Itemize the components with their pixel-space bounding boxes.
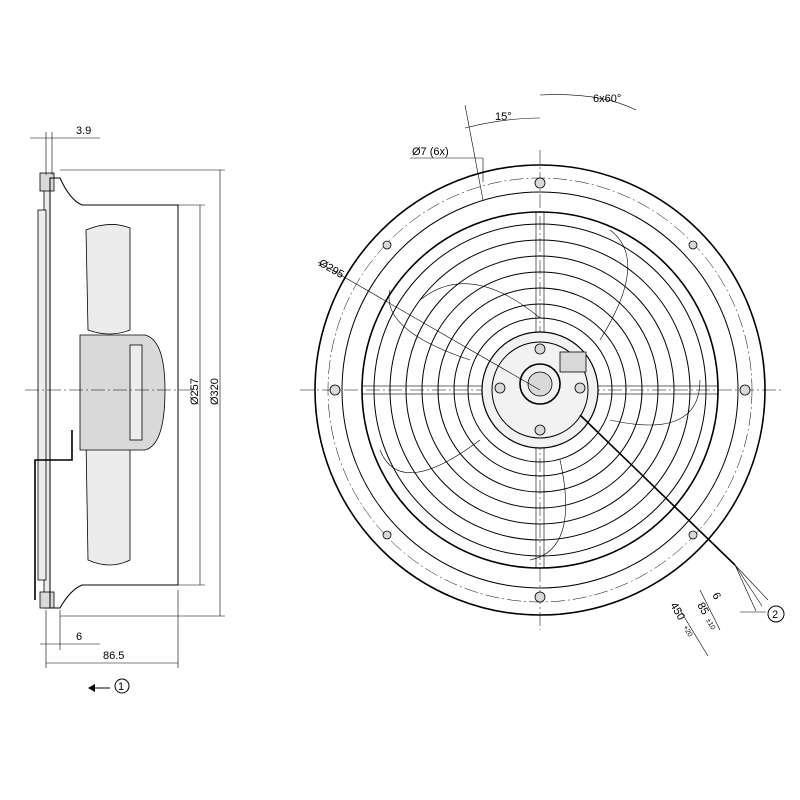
front-view: 15° 6x60° Ø7 (6x) Ø295 6 85 ±10 450 +20 …: [300, 93, 785, 657]
dim-flange-thickness: 3.9: [76, 125, 91, 137]
guard-ring-3: [405, 255, 675, 525]
dim-cable-450-tol: +20: [681, 625, 693, 639]
side-motor-ring: [129, 344, 143, 441]
dim-cable-450: 450: [667, 601, 687, 623]
side-guard-strip: [37, 209, 47, 581]
view-1-marker: 1: [118, 681, 124, 693]
side-top-bolt: [39, 172, 55, 192]
view-1-marker-circle: [114, 678, 130, 694]
mount-hole-lower-right: [688, 530, 698, 540]
motor-hub-inner: [491, 341, 589, 439]
hub-screw-left: [494, 382, 506, 394]
motor-shaft-ring: [519, 363, 561, 405]
hub-screw-bottom: [534, 424, 546, 436]
view-2-marker-circle: [767, 605, 785, 623]
dim-bolt-circle: Ø295: [317, 257, 346, 281]
guard-ring-5: [437, 287, 643, 493]
blade-4: [529, 459, 566, 561]
dim-15-ext: [464, 104, 484, 201]
side-cable: [34, 430, 73, 600]
dim-6x60-arc: [539, 94, 637, 111]
mount-hole-top: [534, 177, 546, 189]
dim-295-leader: [317, 261, 541, 391]
blade-3: [609, 379, 701, 426]
guard-ring-4: [421, 271, 659, 509]
view-1-arrowhead: [88, 684, 95, 692]
cable-wire-3: [734, 564, 757, 612]
side-blade-lower: [85, 435, 131, 566]
view-2-marker: 2: [772, 609, 778, 621]
dim-angle-15: 15°: [495, 111, 512, 123]
blade-1: [419, 283, 541, 319]
mount-hole-left: [329, 384, 341, 396]
dim-bottom-offset: 6: [76, 631, 82, 643]
mount-hole-upper-left: [382, 240, 392, 250]
hub-screw-right: [574, 382, 586, 394]
side-bottom-bolt: [39, 591, 55, 609]
front-cable: [579, 414, 736, 566]
dim-depth: 86.5: [103, 650, 124, 662]
front-outer-rim: [314, 164, 766, 616]
cable-wire-2: [734, 564, 763, 607]
mount-hole-lower-left: [382, 530, 392, 540]
mount-hole-right: [739, 384, 751, 396]
blade-6: [388, 289, 471, 361]
dim-cable-85-tol: ±10: [704, 618, 716, 632]
blade-5: [379, 439, 481, 473]
dim-cable-line-2: [679, 609, 709, 657]
mount-hole-upper-right: [688, 240, 698, 250]
cable-wire-1: [734, 564, 769, 601]
motor-shaft: [527, 371, 553, 397]
dim-holes: Ø7 (6x): [412, 146, 449, 158]
dim-diameter-outer: Ø320: [209, 378, 221, 405]
dim-diameter-inner: Ø257: [189, 378, 201, 405]
dim-cable-6: 6: [709, 591, 722, 602]
guard-ring-6: [453, 303, 627, 477]
side-blade-upper: [85, 224, 131, 335]
mount-hole-bottom: [534, 591, 546, 603]
guard-ring-1: [373, 223, 707, 557]
side-motor-hub: [79, 334, 166, 451]
side-view: 3.9 Ø257 Ø320 6 86.5 1: [25, 125, 225, 694]
dim-cable-line-1: [699, 589, 721, 631]
blade-2: [599, 229, 629, 341]
hub-screw-top: [534, 343, 546, 355]
front-inner-rim: [341, 191, 739, 589]
dim-cable-85: 85: [694, 601, 711, 618]
guard-ring-2: [389, 239, 691, 541]
dim-angle-pattern: 6x60°: [593, 93, 621, 105]
dim-15-arc: [464, 117, 541, 129]
hub-label-plate: [559, 351, 587, 373]
